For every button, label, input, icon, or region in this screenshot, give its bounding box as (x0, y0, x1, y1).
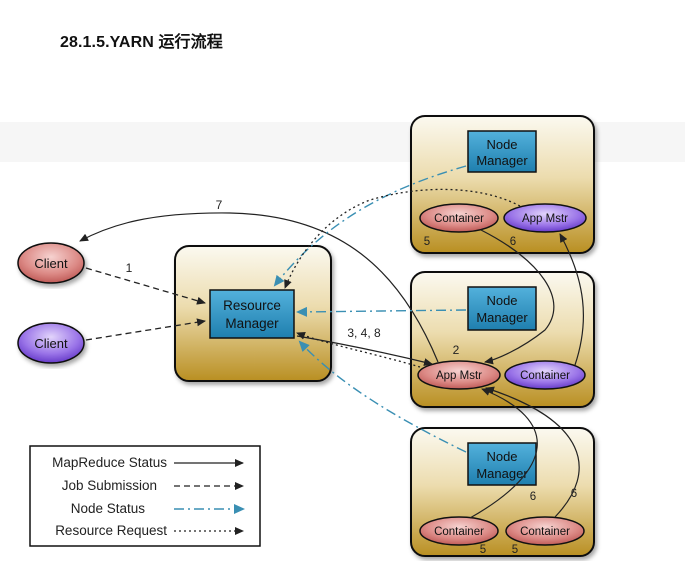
node1-app-master (503, 203, 587, 233)
node3-container-b-label: Container (520, 526, 570, 538)
node-manager-2 (467, 286, 537, 331)
client-1-label: Client (34, 256, 68, 271)
node3-container-a-label: Container (434, 526, 484, 538)
edge-label-1: 1 (126, 261, 133, 275)
node-box-2: Node Manager App Mstr Container (410, 271, 595, 408)
edge-node1-container-to-appmstr (480, 229, 555, 365)
node2-app-master (417, 360, 501, 390)
node-manager-2-line1: Node (486, 293, 517, 308)
client-2: Client (17, 322, 85, 364)
node3-label-6a: 6 (530, 491, 536, 503)
resource-manager-line2: Manager (225, 316, 279, 331)
node-box-3: Node Manager Container Container 6 6 5 5 (410, 427, 595, 557)
edge-label-2: 2 (453, 343, 460, 357)
node3-container-b (505, 516, 585, 546)
legend-label-job-submission: Job Submission (62, 478, 157, 493)
node-manager-3-line2: Manager (476, 466, 528, 481)
node2-container (504, 360, 586, 390)
client-2-label: Client (34, 336, 68, 351)
edge-node-status-2 (296, 306, 467, 317)
edge-node3-container-b-to-appmstr (485, 386, 580, 518)
edge-7-status (79, 212, 439, 363)
node3-label-6b: 6 (571, 488, 577, 500)
node3-label-5b: 5 (512, 544, 518, 556)
client-1: Client (17, 242, 85, 284)
node3-container-a (419, 516, 499, 546)
edge-label-348: 3, 4, 8 (347, 326, 381, 340)
edge-resource-request-348 (296, 331, 421, 368)
page-title: 28.1.5.YARN 运行流程 (60, 34, 223, 51)
legend-label-mapreduce-status: MapReduce Status (52, 455, 167, 470)
node2-app-master-label: App Mstr (436, 370, 482, 382)
edge-client2-job-submission (85, 318, 206, 341)
node3-label-5a: 5 (480, 544, 486, 556)
node-manager-3-line1: Node (486, 449, 517, 464)
edge-2-launch (296, 335, 433, 366)
node1-container (419, 203, 499, 233)
node-box-1: Node Manager Container App Mstr 5 6 (410, 115, 595, 254)
legend-label-resource-request: Resource Request (55, 523, 167, 538)
node-manager-1 (467, 130, 537, 173)
node1-app-master-label: App Mstr (522, 213, 568, 225)
node-manager-1-line1: Node (486, 137, 517, 152)
edge-node2-container-to-node1-appmstr (559, 233, 584, 366)
edge-label-7: 7 (216, 198, 223, 212)
legend-label-node-status: Node Status (71, 501, 146, 516)
legend: MapReduce Status Job Submission Node Sta… (29, 445, 261, 547)
resource-manager-box: Resource Manager (174, 245, 332, 382)
node-manager-2-line2: Manager (476, 310, 528, 325)
resource-manager (209, 289, 295, 339)
node2-container-label: Container (520, 370, 570, 382)
resource-manager-line1: Resource (223, 298, 281, 313)
node1-label-5: 5 (424, 236, 430, 248)
node1-container-label: Container (434, 213, 484, 225)
node1-label-6: 6 (510, 236, 516, 248)
node-manager-3 (467, 442, 537, 486)
edge-node3-container-a-to-appmstr (469, 388, 538, 519)
edge-node-status-1 (273, 165, 467, 287)
node-manager-1-line2: Manager (476, 153, 528, 168)
edge-node-status-3 (298, 340, 467, 453)
edge-1-job-submission (85, 267, 206, 305)
